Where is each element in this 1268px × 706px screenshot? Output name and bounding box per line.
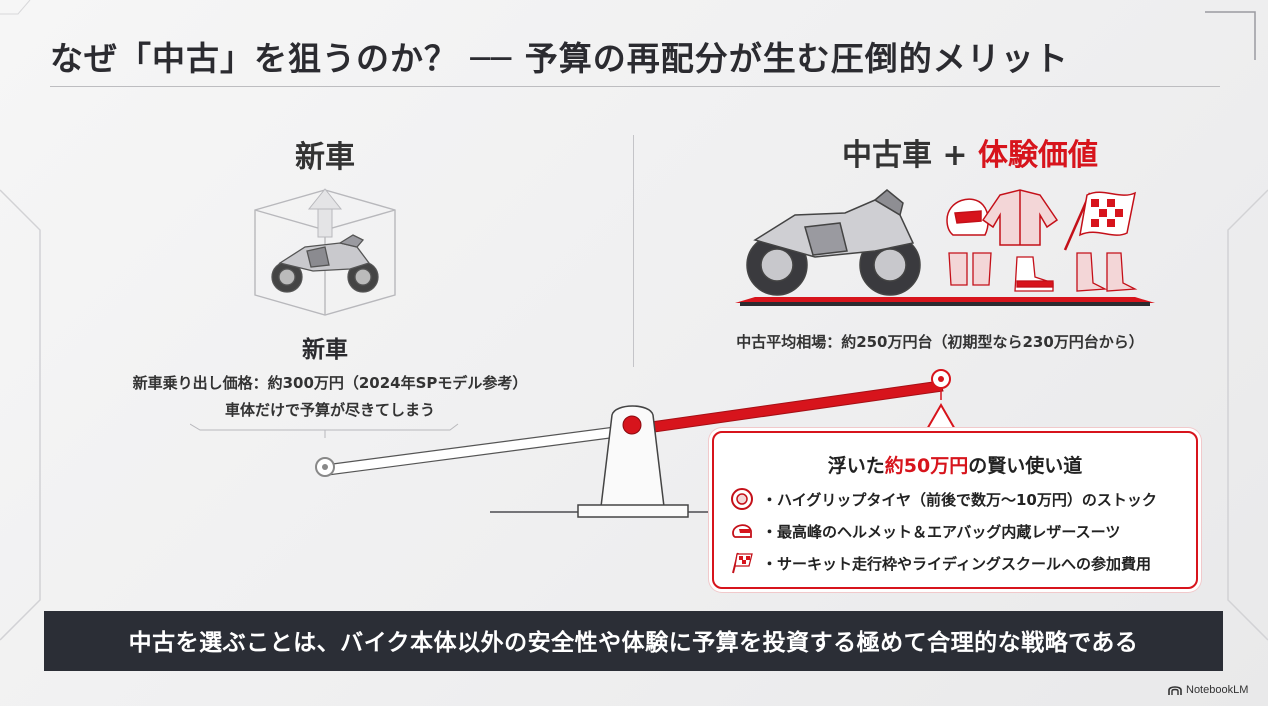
page-title: なぜ「中古」を狙うのか？ ── 予算の再配分が生む圧倒的メリット [50, 39, 1069, 78]
used-bike-heading-main: 中古車 + [841, 138, 979, 173]
brand-label: NotebookLM [1186, 684, 1249, 696]
checkered-flag-icon [1063, 191, 1137, 251]
new-bike-heading: 新車 [295, 140, 355, 175]
usage-item-gear: ・最高峰のヘルメット＆エアバッグ内蔵レザースーツ [730, 517, 1120, 545]
experience-value-label: 体験価値 [978, 138, 1099, 173]
up-arrow-icon [307, 188, 343, 238]
usage-item-tires: ・ハイグリップタイヤ（前後で数万〜10万円）のストック [730, 485, 1157, 513]
column-divider [633, 135, 634, 367]
used-bike-gear-illustration [735, 189, 1155, 306]
new-bike-price: 新車乗り出し価格：約300万円（2024年SPモデル参考） [132, 374, 528, 392]
sport-bike-icon [746, 189, 921, 296]
savings-callout [712, 431, 1198, 589]
callout-title-suffix: の賢い使い道 [968, 455, 1083, 477]
sport-bike-icon [271, 234, 379, 293]
callout-title-prefix: 浮いた [827, 455, 885, 477]
helmet-icon [732, 524, 752, 538]
usage-item-label: ・最高峰のヘルメット＆エアバッグ内蔵レザースーツ [762, 522, 1121, 541]
conclusion-text: 中古を選ぶことは、バイク本体以外の安全性や体験に予算を投資する極めて合理的な戦略… [128, 630, 1139, 656]
boot-icon [1014, 256, 1054, 292]
balance-scale-illustration [315, 369, 958, 518]
usage-item-label: ・ハイグリップタイヤ（前後で数万〜10万円）のストック [762, 490, 1157, 509]
new-bike-subheading: 新車 [302, 337, 348, 363]
new-bike-note: 車体だけで予算が尽きてしまう [224, 401, 435, 419]
checkered-flag-icon [732, 552, 753, 574]
helmet-icon [946, 198, 989, 236]
used-bike-heading: 中古車 + 体験価値 [760, 130, 1180, 174]
usage-item-circuit: ・サーキット走行枠やライディングスクールへの参加費用 [730, 549, 1151, 577]
used-bike-price: 中古平均相場：約250万円台（初期型なら230万円台から） [736, 333, 1144, 351]
new-bike-cube-illustration [254, 188, 396, 316]
savings-amount: 約50万円 [884, 455, 969, 477]
tire-icon [731, 488, 753, 510]
left-bracket-line [190, 423, 459, 438]
title-divider [50, 86, 1220, 87]
notebooklm-watermark: NotebookLM [1168, 684, 1248, 696]
usage-item-label: ・サーキット走行枠やライディングスクールへの参加費用 [762, 554, 1151, 573]
notebooklm-logo-icon [1168, 686, 1182, 695]
racing-boots-icon [1076, 252, 1138, 292]
leather-suit-icon [981, 189, 1059, 246]
conclusion-banner [44, 611, 1223, 671]
gloves-icon [948, 252, 992, 286]
savings-callout-title: 浮いた約50万円の賢い使い道 [712, 451, 1198, 478]
